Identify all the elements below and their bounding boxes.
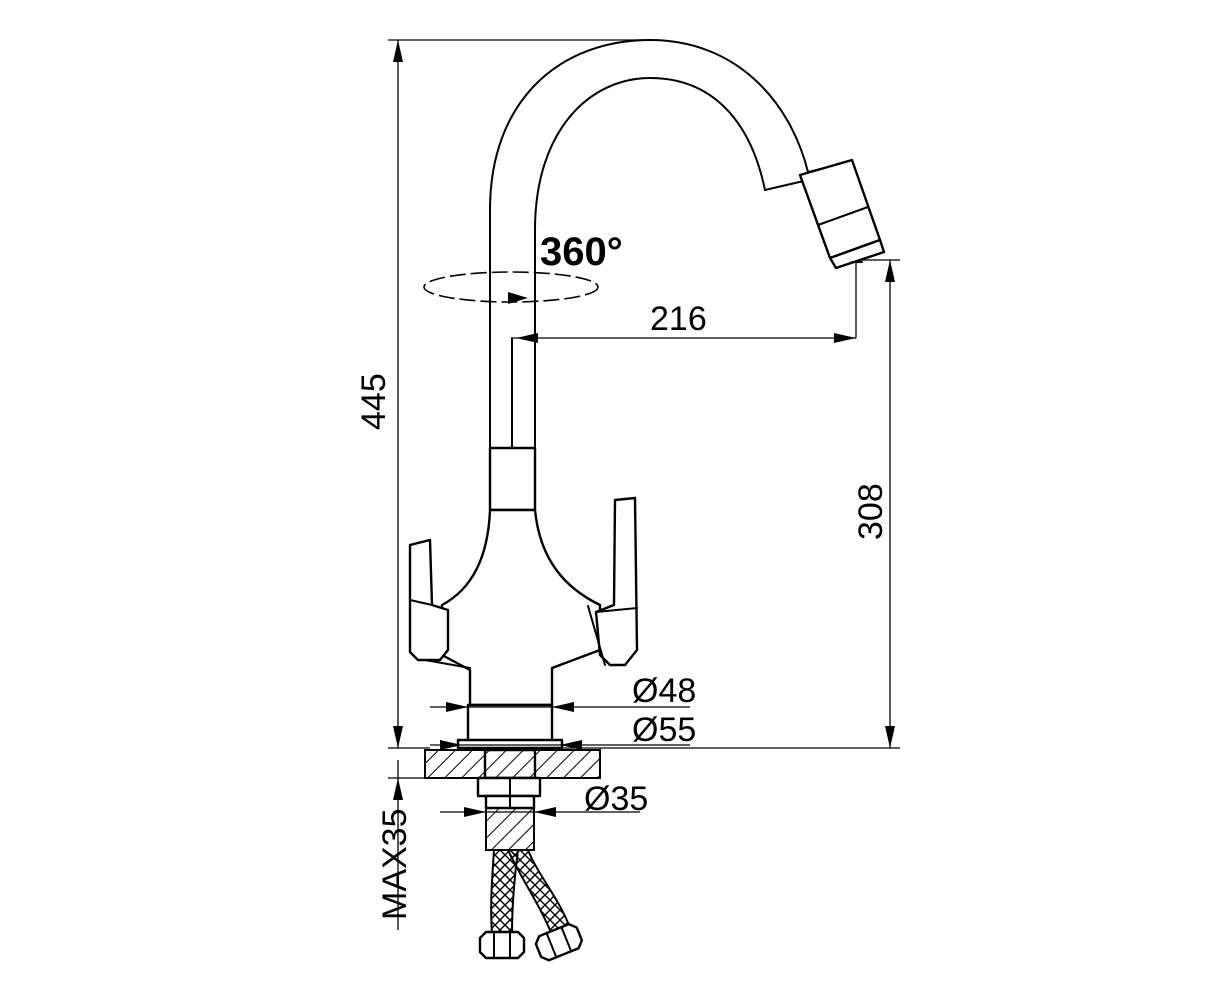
faucet-body — [408, 446, 639, 750]
label-base-diameter: Ø55 — [632, 711, 696, 749]
countertop-section — [424, 748, 601, 851]
label-rotation: 360° — [540, 230, 623, 274]
label-spout-height: 308 — [852, 483, 890, 540]
label-hole-diameter: Ø35 — [584, 780, 648, 818]
rotation-indicator: 360° — [423, 230, 623, 304]
dimension-total-height: 445 — [355, 39, 655, 749]
collar — [488, 446, 537, 512]
hose-nut-left — [478, 930, 526, 960]
base-flange — [466, 703, 554, 745]
dimension-base-diameter: Ø55 — [430, 711, 696, 750]
dimension-spout-reach: 216 — [511, 262, 857, 448]
dimension-hole-diameter: Ø35 — [440, 780, 648, 818]
flexible-hoses — [478, 849, 584, 962]
label-body-diameter: Ø48 — [632, 672, 696, 710]
right-handle — [587, 496, 639, 667]
hose-nut-right — [534, 922, 584, 962]
dimension-spout-height: 308 — [560, 259, 900, 749]
spout — [489, 39, 886, 449]
label-max-countertop: MAX35 — [376, 809, 414, 921]
dimension-body-diameter: Ø48 — [430, 672, 696, 712]
left-handle — [408, 538, 471, 669]
label-total-height: 445 — [355, 373, 393, 430]
dimension-max-countertop: MAX35 — [376, 760, 430, 930]
label-spout-reach: 216 — [650, 300, 707, 338]
